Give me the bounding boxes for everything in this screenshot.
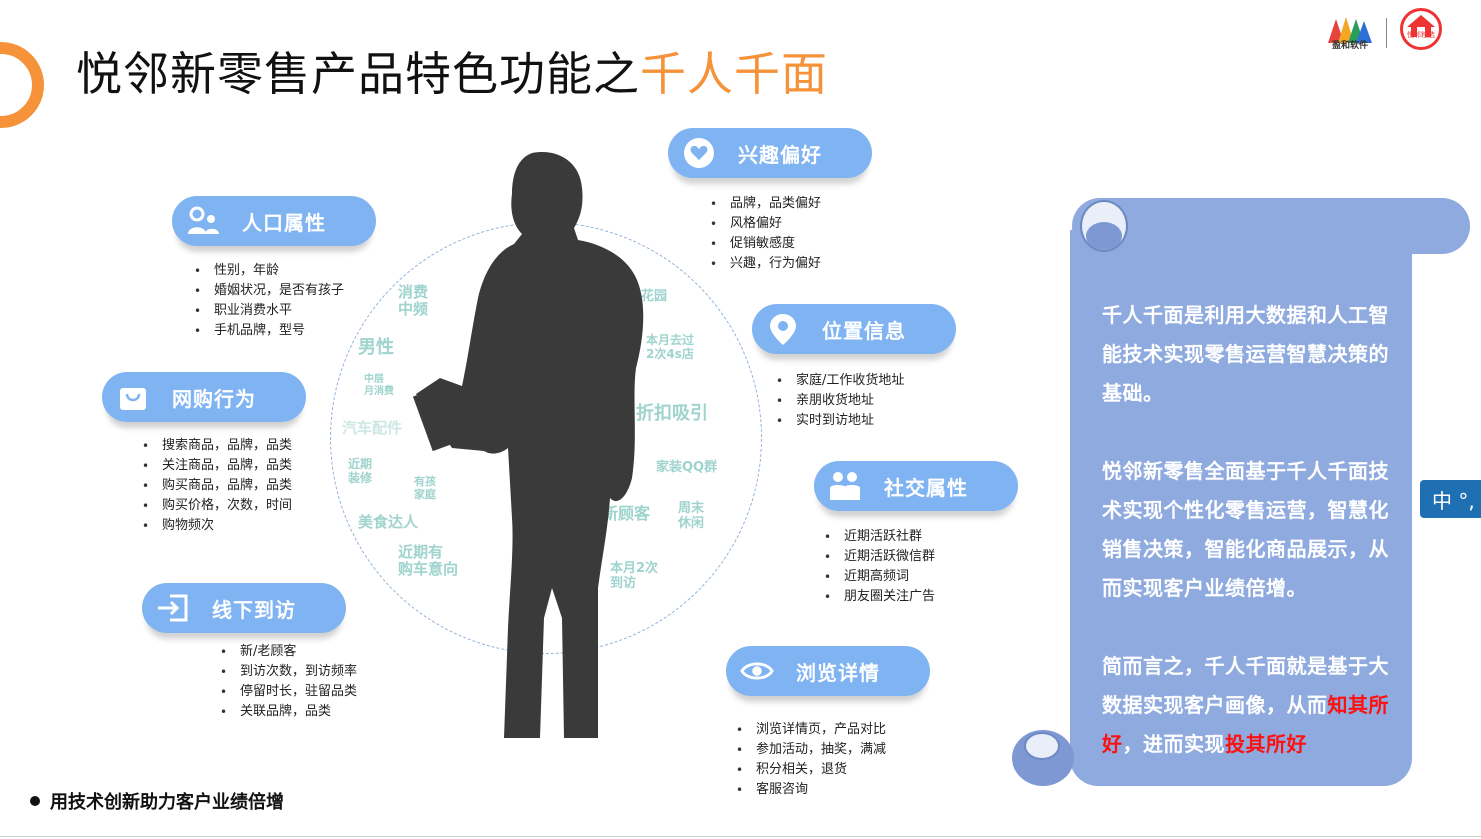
footer-text: 用技术创新助力客户业绩倍增 xyxy=(50,792,284,813)
profile-tag: 新顾客 xyxy=(602,504,651,523)
list-item: 近期高频词 xyxy=(822,567,935,587)
demographic-list: 性别，年龄 婚姻状况，是否有孩子 职业消费水平 手机品牌，型号 xyxy=(192,261,344,341)
profile-tag: 本月2次 到访 xyxy=(610,561,659,591)
list-item: 近期活跃微信群 xyxy=(822,547,935,567)
company-logo-text: 盈和软件 xyxy=(1331,41,1368,51)
list-item: 到访次数，到访频率 xyxy=(218,662,357,682)
demographic-label: 人口属性 xyxy=(242,210,326,235)
scroll-paragraph-3: 简而言之，千人千面就是基于大数据实现客户画像，从而知其所好，进而实现投其所好 xyxy=(1102,647,1392,764)
location-list: 家庭/工作收货地址 亲朋收货地址 实时到访地址 xyxy=(774,371,904,431)
offline-list: 新/老顾客 到访次数，到访频率 停留时长，驻留品类 关联品牌，品类 xyxy=(218,642,357,722)
sign-in-icon xyxy=(156,591,190,625)
page-title: 悦邻新零售产品特色功能之千人千面 xyxy=(76,44,828,104)
list-item: 婚姻状况，是否有孩子 xyxy=(192,281,344,301)
list-item: 兴趣，行为偏好 xyxy=(708,254,821,274)
highlight-text: 知其所好 xyxy=(1102,693,1389,756)
profile-tag: 周末 休闲 xyxy=(678,501,705,531)
list-item: 品牌，品类偏好 xyxy=(708,194,821,214)
profile-tag: 近期 装修 xyxy=(348,457,373,485)
profile-tag: 消费 中频 xyxy=(398,283,429,319)
profile-tag: 近期有 购车意向 xyxy=(398,543,459,579)
profile-tag: 男性 xyxy=(358,337,394,358)
scroll-paragraph-1: 千人千面是利用大数据和人工智能技术实现零售运营智慧决策的基础。 xyxy=(1102,303,1389,405)
social-label: 社交属性 xyxy=(884,475,968,500)
list-item: 促销敏感度 xyxy=(708,234,821,254)
scroll-curl-top-inner xyxy=(1086,222,1122,250)
people-icon xyxy=(828,469,862,503)
heart-chat-icon xyxy=(682,136,716,170)
list-item: 积分相关，退货 xyxy=(734,760,886,780)
list-item: 购物频次 xyxy=(140,516,292,536)
list-item: 浏览详情页，产品对比 xyxy=(734,720,886,740)
scroll-paragraph-2: 悦邻新零售全面基于千人千面技术实现个性化零售运营，智慧化销售决策，智能化商品展示… xyxy=(1102,459,1389,600)
list-item: 家庭/工作收货地址 xyxy=(774,371,904,391)
browse-list: 浏览详情页，产品对比 参加活动，抽奖，满减 积分相关，退货 客服咨询 xyxy=(734,720,886,800)
list-item: 亲朋收货地址 xyxy=(774,391,904,411)
bullet-dot xyxy=(30,796,40,806)
profile-tag: 有孩 家庭 xyxy=(414,475,436,501)
list-item: 购买商品，品牌，品类 xyxy=(140,476,292,496)
scroll-banner-body xyxy=(1070,230,1412,786)
decorative-ring xyxy=(0,42,44,128)
browse-label: 浏览详情 xyxy=(796,660,880,685)
list-item: 实时到访地址 xyxy=(774,411,904,431)
profile-tag: 本月去过 2次4s店 xyxy=(646,333,695,361)
social-pill: 社交属性 xyxy=(814,461,1018,511)
brand-logo xyxy=(1400,8,1442,50)
browse-pill: 浏览详情 xyxy=(726,646,930,696)
list-item: 客服咨询 xyxy=(734,780,886,800)
title-main: 悦邻新零售产品特色功能之 xyxy=(76,47,640,101)
profile-tag: 中层 月消费 xyxy=(364,374,394,397)
list-item: 性别，年龄 xyxy=(192,261,344,281)
location-label: 位置信息 xyxy=(822,318,906,343)
list-item: 参加活动，抽奖，满减 xyxy=(734,740,886,760)
list-item: 搜索商品，品牌，品类 xyxy=(140,436,292,456)
brand-logo-text: 悦邻粒选 xyxy=(1407,31,1435,39)
profile-tag: 美食达人 xyxy=(358,513,419,531)
demographic-pill: 人口属性 xyxy=(172,196,376,246)
offline-label: 线下到访 xyxy=(212,597,296,622)
list-item: 朋友圈关注广告 xyxy=(822,587,935,607)
online-label: 网购行为 xyxy=(172,386,256,411)
location-pill: 位置信息 xyxy=(752,304,956,354)
list-item: 关联品牌，品类 xyxy=(218,702,357,722)
online-list: 搜索商品，品牌，品类 关注商品，品牌，品类 购买商品，品牌，品类 购买价格，次数… xyxy=(140,436,292,536)
social-list: 近期活跃社群 近期活跃微信群 近期高频词 朋友圈关注广告 xyxy=(822,527,935,607)
eye-icon xyxy=(740,654,774,688)
company-logo xyxy=(1328,17,1372,43)
ime-indicator[interactable]: 中 °, xyxy=(1420,480,1481,518)
location-pin-icon xyxy=(766,312,800,346)
interest-pill: 兴趣偏好 xyxy=(668,128,872,178)
scroll-text-segment: ，进而实现 xyxy=(1122,732,1225,756)
logo-divider xyxy=(1386,18,1387,48)
person-silhouette xyxy=(412,152,644,738)
shopping-bag-icon xyxy=(116,380,150,414)
profile-tag: 折扣吸引 xyxy=(636,403,708,424)
list-item: 职业消费水平 xyxy=(192,301,344,321)
interest-list: 品牌，品类偏好 风格偏好 促销敏感度 兴趣，行为偏好 xyxy=(708,194,821,274)
scroll-curl-bottom-inner xyxy=(1024,732,1060,760)
scroll-text-segment: 简而言之，千人千面就是基于大数据实现客户画像，从而 xyxy=(1102,654,1389,717)
list-item: 近期活跃社群 xyxy=(822,527,935,547)
footer-slogan: 用技术创新助力客户业绩倍增 xyxy=(30,788,284,814)
bottom-divider xyxy=(0,836,1481,837)
list-item: 手机品牌，型号 xyxy=(192,321,344,341)
offline-pill: 线下到访 xyxy=(142,583,346,633)
list-item: 关注商品，品牌，品类 xyxy=(140,456,292,476)
online-pill: 网购行为 xyxy=(102,372,306,422)
user-group-icon xyxy=(186,204,220,238)
list-item: 停留时长，驻留品类 xyxy=(218,682,357,702)
title-accent: 千人千面 xyxy=(640,47,828,101)
profile-tag: 家装QQ群 xyxy=(656,460,718,475)
list-item: 购买价格，次数，时间 xyxy=(140,496,292,516)
profile-tag: 汽车配件 xyxy=(342,419,403,437)
highlight-text: 投其所好 xyxy=(1225,732,1307,756)
list-item: 新/老顾客 xyxy=(218,642,357,662)
interest-label: 兴趣偏好 xyxy=(738,142,822,167)
list-item: 风格偏好 xyxy=(708,214,821,234)
